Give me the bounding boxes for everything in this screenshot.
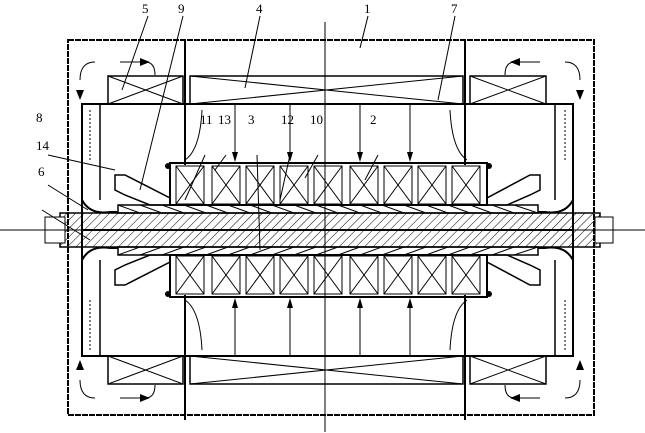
label-13: 13 [218, 112, 231, 127]
label-9: 9 [178, 1, 185, 16]
label-1: 1 [364, 1, 371, 16]
label-2: 2 [370, 112, 377, 127]
label-3: 3 [248, 112, 255, 127]
label-11: 11 [200, 112, 213, 127]
label-4: 4 [256, 1, 263, 16]
label-7: 7 [451, 1, 458, 16]
label-8: 8 [36, 110, 43, 125]
lower-half [76, 230, 584, 420]
label-10: 10 [310, 112, 323, 127]
upper-half [76, 40, 584, 230]
label-14: 14 [36, 138, 50, 153]
label-6: 6 [38, 164, 45, 179]
label-12: 12 [281, 112, 294, 127]
label-5: 5 [142, 1, 149, 16]
